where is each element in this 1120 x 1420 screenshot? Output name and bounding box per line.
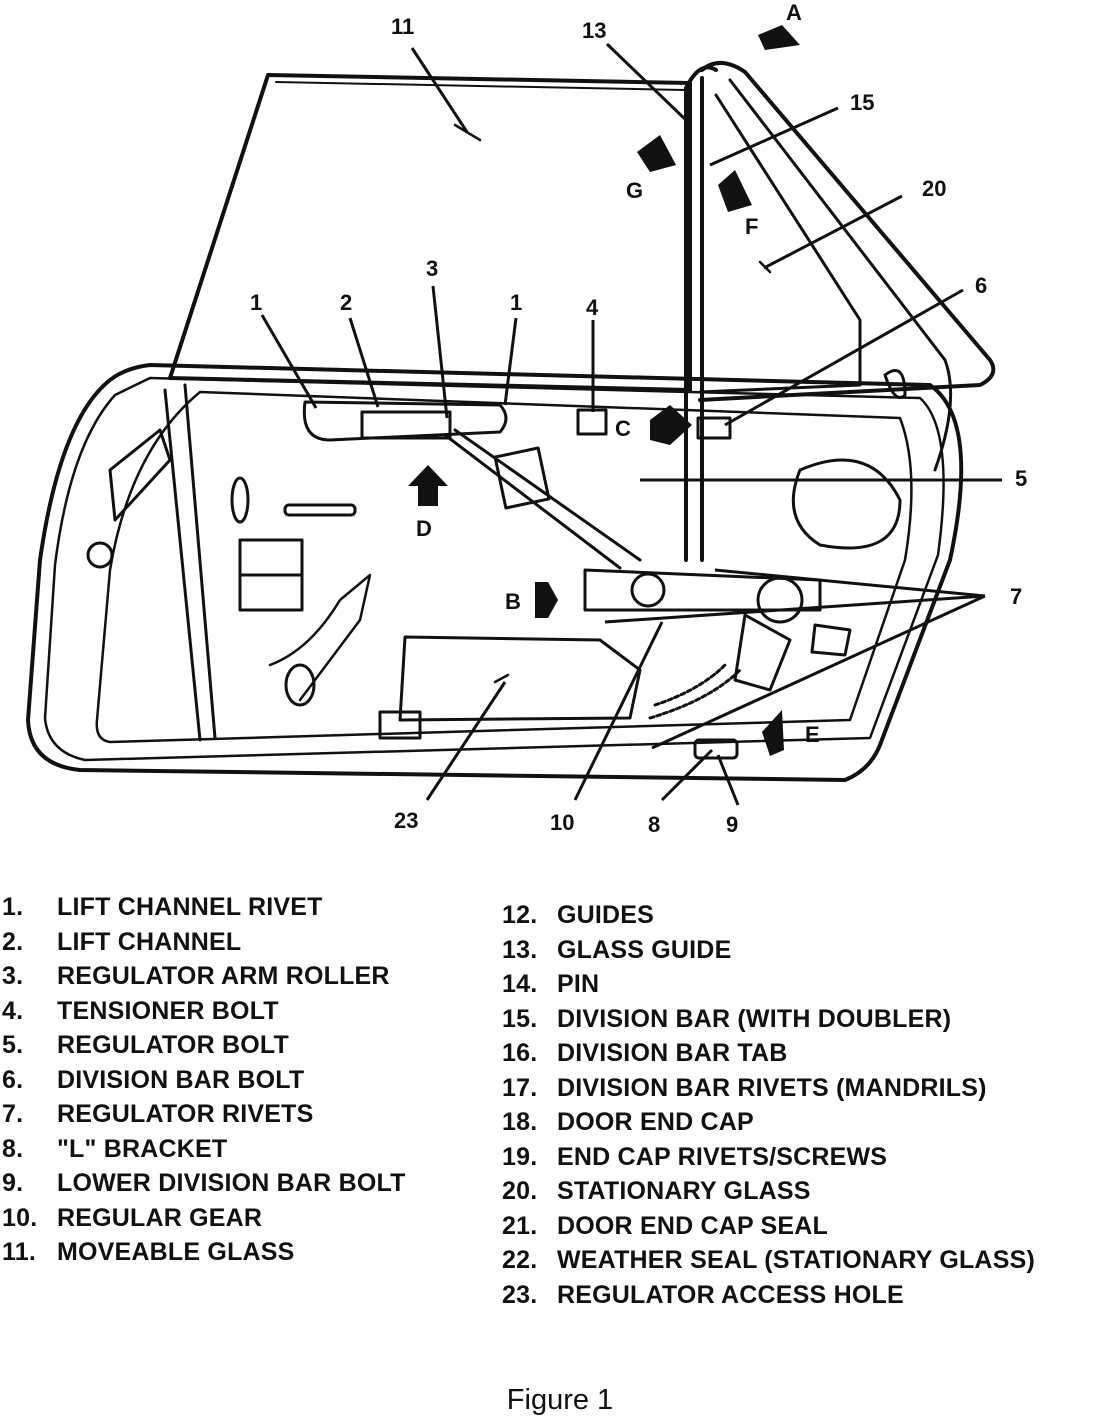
callout-1-right: 1 <box>510 290 522 315</box>
view-label-a: A <box>786 0 802 25</box>
legend-item: 21.DOOR END CAP SEAL <box>502 1211 829 1240</box>
legend-item: 22.WEATHER SEAL (STATIONARY GLASS) <box>502 1246 1035 1274</box>
callout-4: 4 <box>586 295 599 320</box>
callout-10: 10 <box>550 810 574 835</box>
view-label-c: C <box>615 416 631 441</box>
legend-item: 9.LOWER DIVISION BAR BOLT <box>2 1169 406 1197</box>
legend-item: 2.LIFT CHANNEL <box>2 927 242 956</box>
legend-item: 1.LIFT CHANNEL RIVET <box>2 893 323 921</box>
regulator-gear <box>648 663 742 720</box>
legend-item: 17.DIVISION BAR RIVETS (MANDRILS) <box>502 1073 987 1102</box>
legend-item: 16.DIVISION BAR TAB <box>502 1039 788 1067</box>
callout-1-left: 1 <box>250 290 262 315</box>
legend-item: 19.END CAP RIVETS/SCREWS <box>502 1142 888 1171</box>
legend-right-column: 12.GUIDES 13.GLASS GUIDE 14.PIN 15.DIVIS… <box>502 898 1035 1312</box>
callout-3: 3 <box>426 256 438 281</box>
legend-item: 7.REGULATOR RIVETS <box>2 1100 314 1128</box>
view-label-g: G <box>626 178 643 203</box>
legend-item: 4.TENSIONER BOLT <box>2 996 279 1025</box>
callout-13: 13 <box>582 18 606 43</box>
view-label-b: B <box>505 589 521 614</box>
callout-8: 8 <box>648 812 660 837</box>
view-arrow-b-icon <box>535 582 558 618</box>
legend-item: 20.STATIONARY GLASS <box>502 1177 811 1205</box>
legend-item: 6.DIVISION BAR BOLT <box>2 1065 305 1094</box>
callout-15: 15 <box>850 90 874 115</box>
regulator-access-hole <box>398 635 642 722</box>
view-arrow-c-icon <box>650 405 692 445</box>
legend-item: 10.REGULAR GEAR <box>2 1203 263 1232</box>
legend-item: 23.REGULATOR ACCESS HOLE <box>502 1280 904 1309</box>
stationary-glass-frame <box>698 61 996 402</box>
view-arrow-e-icon <box>762 710 784 756</box>
callout-5: 5 <box>1015 466 1027 491</box>
callout-11: 11 <box>391 14 414 39</box>
legend-item: 8."L" BRACKET <box>2 1134 228 1163</box>
view-label-f: F <box>745 214 758 239</box>
door-exploded-diagram: 11 13 15 20 3 6 1 2 1 4 5 7 23 10 8 9 A … <box>26 0 1027 837</box>
callout-9: 9 <box>726 812 738 837</box>
legend-item: 11.MOVEABLE GLASS <box>2 1238 295 1266</box>
legend-item: 13.GLASS GUIDE <box>502 935 732 964</box>
regulator-bracket <box>583 568 822 612</box>
callout-20: 20 <box>922 176 946 201</box>
legend-item: 5.REGULATOR BOLT <box>2 1031 289 1059</box>
legend-item: 3.REGULATOR ARM ROLLER <box>2 962 390 990</box>
lift-channel <box>302 400 508 442</box>
callout-23: 23 <box>394 808 418 833</box>
moveable-glass-outline <box>168 73 692 392</box>
view-arrow-d-icon <box>408 465 448 506</box>
legend-item: 14.PIN <box>502 970 600 998</box>
callout-6: 6 <box>975 273 987 298</box>
view-arrow-a-icon <box>758 25 800 50</box>
view-label-d: D <box>416 516 432 541</box>
legend-item: 15.DIVISION BAR (WITH DOUBLER) <box>502 1004 952 1033</box>
callout-7: 7 <box>1010 584 1022 609</box>
legend-left-column: 1.LIFT CHANNEL RIVET 2.LIFT CHANNEL 3.RE… <box>2 890 406 1270</box>
view-arrow-f-icon <box>718 170 752 212</box>
legend-item: 18.DOOR END CAP <box>502 1108 754 1136</box>
view-arrow-g-icon <box>637 135 676 172</box>
view-label-e: E <box>805 722 820 747</box>
figure-caption: Figure 1 <box>506 1384 614 1416</box>
legend-item: 12.GUIDES <box>502 901 655 929</box>
callout-2: 2 <box>340 290 352 315</box>
door-inner-panel <box>95 390 913 744</box>
